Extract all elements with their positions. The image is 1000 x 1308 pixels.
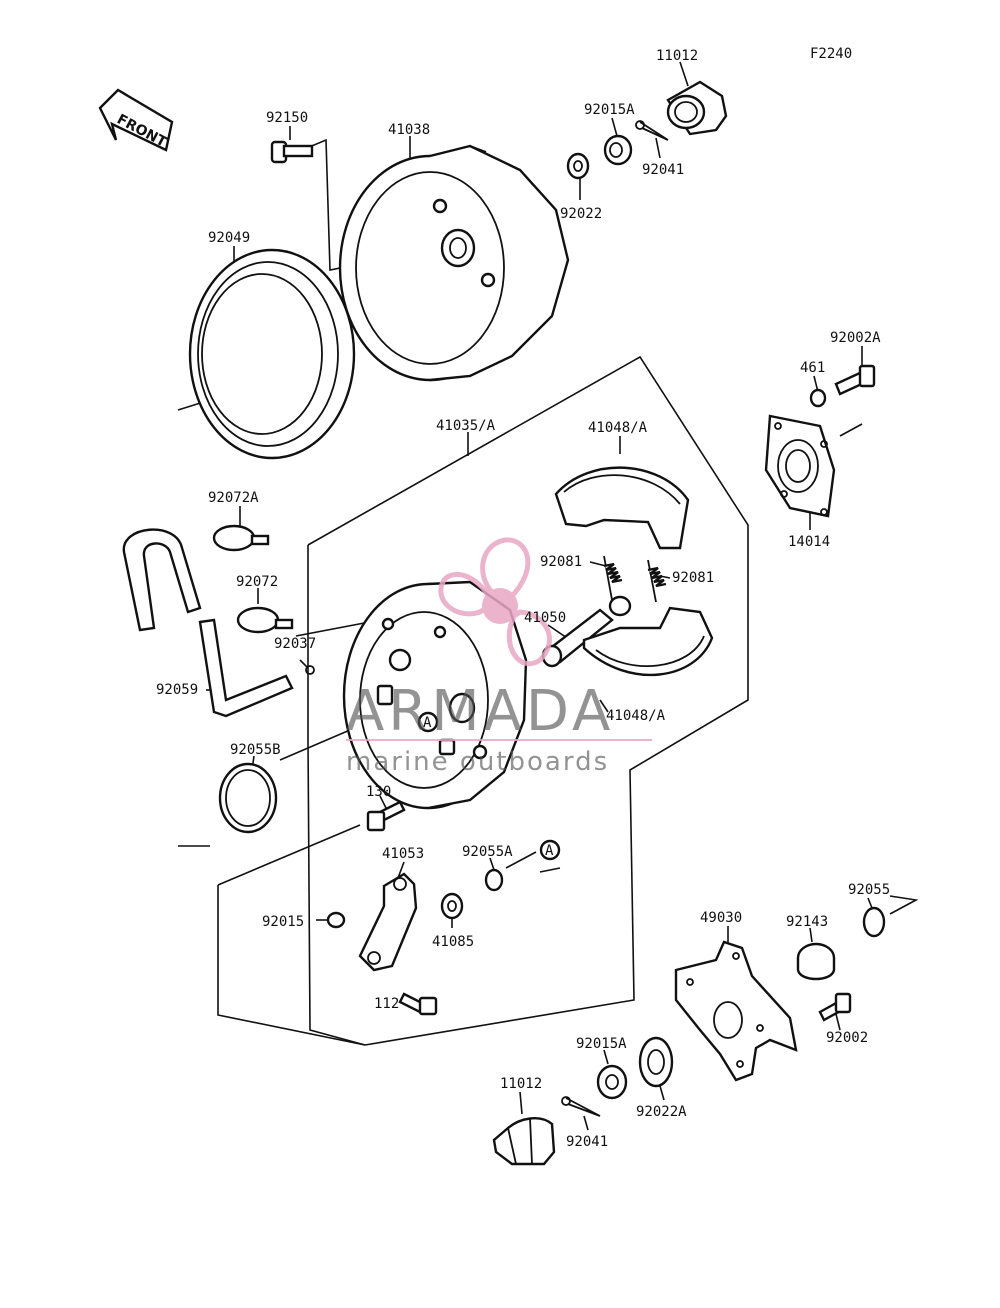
svg-text:A: A xyxy=(423,715,432,731)
part-label: 112 xyxy=(374,996,399,1012)
part-label: 92049 xyxy=(208,230,250,246)
figure-code: F2240 xyxy=(810,46,852,62)
watermark: ARMADA marine outboards xyxy=(346,537,652,777)
part-label: 92059 xyxy=(156,682,198,698)
collar-92143 xyxy=(796,942,836,981)
part-label: 92037 xyxy=(274,636,316,652)
bolt-92150 xyxy=(270,140,314,164)
oring-92055A xyxy=(484,868,504,892)
nut-92015A-bottom xyxy=(596,1064,628,1100)
assembly-frame xyxy=(217,355,749,1046)
clip-92037 xyxy=(305,665,315,675)
part-label: 92022 xyxy=(560,206,602,222)
svg-text:A: A xyxy=(545,843,554,859)
part-label: 92041 xyxy=(642,162,684,178)
cap-11012-top xyxy=(666,80,728,136)
part-label: 92143 xyxy=(786,914,828,930)
part-label: 49030 xyxy=(700,910,742,926)
part-label: 41085 xyxy=(432,934,474,950)
part-label: 11012 xyxy=(500,1076,542,1092)
watermark-brand: ARMADA xyxy=(346,679,614,744)
part-label: 92072 xyxy=(236,574,278,590)
hose-upper xyxy=(122,528,202,632)
spring-92081-left xyxy=(603,555,623,601)
shoe-41048A-top xyxy=(554,466,690,550)
shoe-41048A-bottom xyxy=(582,606,714,677)
drum-41038 xyxy=(338,144,570,382)
plate-14014 xyxy=(764,414,836,518)
part-label: 92041 xyxy=(566,1134,608,1150)
hub-49030 xyxy=(674,940,798,1082)
part-label: 41035/A xyxy=(436,418,496,434)
front-arrow-icon: FRONT xyxy=(98,88,174,152)
part-labels: 11012 92015A 92041 92022 92150 41038 920… xyxy=(156,48,890,1150)
nut-461 xyxy=(809,388,827,408)
spring-92081-right xyxy=(647,559,667,603)
part-label: 92015A xyxy=(584,102,635,118)
part-label: 41048/A xyxy=(588,420,648,436)
part-label: 92022A xyxy=(636,1104,687,1120)
washer-41085 xyxy=(440,892,464,920)
part-label: 41050 xyxy=(524,610,566,626)
part-label: 92002 xyxy=(826,1030,868,1046)
washer-92022A xyxy=(638,1036,674,1088)
clamp-92072 xyxy=(236,606,294,634)
part-label: 14014 xyxy=(788,534,830,550)
washer-92022 xyxy=(566,152,590,180)
bolt-92002A xyxy=(834,364,876,396)
nut-92015A-top xyxy=(603,134,633,166)
part-label: 130 xyxy=(366,784,391,800)
propeller-logo-icon xyxy=(438,537,552,667)
nut-92015 xyxy=(326,911,346,929)
part-label: 11012 xyxy=(656,48,698,64)
part-label: 92072A xyxy=(208,490,259,506)
part-label: 41038 xyxy=(388,122,430,138)
oring-92055B xyxy=(218,762,278,834)
part-label: 92055 xyxy=(848,882,890,898)
brake-panel-41035A xyxy=(342,580,528,810)
hose-92059 xyxy=(198,618,294,718)
marker-a-right: A xyxy=(539,839,561,861)
part-label: 92055A xyxy=(462,844,513,860)
part-label: 92081 xyxy=(672,570,714,586)
lever-41053 xyxy=(358,872,418,972)
watermark-tagline: marine outboards xyxy=(346,747,609,777)
bolt-92002 xyxy=(818,992,852,1022)
part-label: 41053 xyxy=(382,846,424,862)
part-label: 92150 xyxy=(266,110,308,126)
part-label: 92015 xyxy=(262,914,304,930)
part-label: 92015A xyxy=(576,1036,627,1052)
marker-a-panel: A xyxy=(417,711,439,733)
cotter-pin-92041-top xyxy=(635,120,669,141)
part-label: 41048/A xyxy=(606,708,666,724)
bolt-130 xyxy=(366,800,406,832)
part-label: 461 xyxy=(800,360,825,376)
bolt-112 xyxy=(398,992,438,1016)
part-label: 92081 xyxy=(540,554,582,570)
cotter-pin-92041-bottom xyxy=(561,1096,601,1117)
clamp-92072A xyxy=(212,524,270,552)
oring-92055 xyxy=(862,906,886,938)
seal-92049 xyxy=(188,248,356,460)
part-label: 92055B xyxy=(230,742,281,758)
cap-11012-bottom xyxy=(492,1117,556,1166)
part-label: 92002A xyxy=(830,330,881,346)
